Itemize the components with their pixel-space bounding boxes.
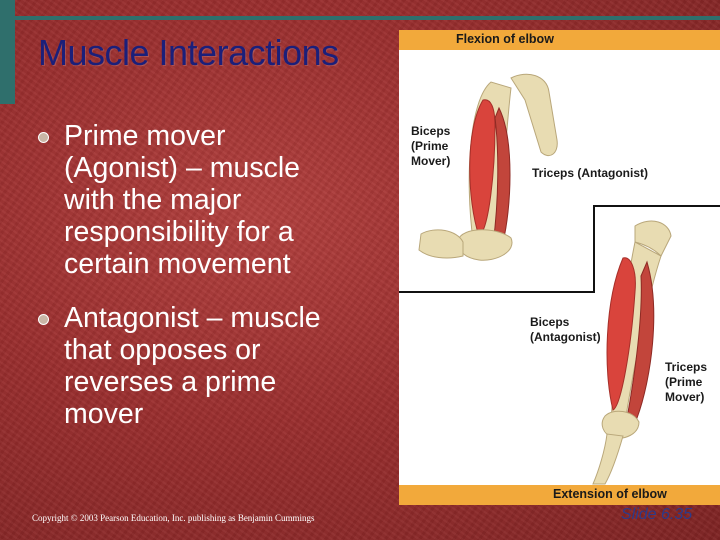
extended-arm-drawing: [592, 220, 672, 485]
bullet-dot-icon: [38, 314, 49, 325]
slide-title: Muscle Interactions: [38, 32, 339, 73]
bullet-list: Prime mover (Agonist) – muscle with the …: [36, 120, 386, 452]
label-line: Triceps: [665, 360, 708, 374]
bullet-line: mover: [64, 398, 144, 430]
label-triceps-prime-mover: Triceps (Prime Mover): [665, 360, 707, 405]
bullet-line: certain movement: [64, 248, 291, 280]
label-line: (Prime: [411, 139, 449, 153]
label-line: Biceps: [411, 124, 451, 138]
accent-bar: [0, 0, 15, 104]
copyright-text: Copyright © 2003 Pearson Education, Inc.…: [32, 513, 315, 523]
caption-flexion: Flexion of elbow: [456, 32, 554, 46]
slide-number: Slide 6.35: [621, 506, 693, 523]
label-line: (Prime: [665, 375, 703, 389]
label-line: Biceps: [530, 315, 570, 329]
bullet-line: reverses a prime: [64, 366, 277, 398]
bullet-line: Antagonist – muscle: [64, 302, 321, 334]
flexed-arm-drawing: [418, 73, 558, 261]
bullet-line: Prime mover: [64, 120, 226, 152]
label-line: Mover): [411, 154, 451, 168]
bullet-antagonist: Antagonist – muscle that opposes or reve…: [36, 302, 386, 430]
arm-illustration: [399, 73, 720, 485]
caption-bar-bottom: Extension of elbow: [399, 485, 720, 505]
muscle-figure: Flexion of elbow Extension of elbow Bice…: [399, 30, 720, 505]
label-triceps-antagonist: Triceps (Antagonist): [532, 166, 649, 180]
label-line: Mover): [665, 390, 705, 404]
bullet-line: (Agonist) – muscle: [64, 152, 301, 184]
label-biceps-prime-mover: Biceps (Prime Mover): [411, 124, 450, 169]
bullet-prime-mover: Prime mover (Agonist) – muscle with the …: [36, 120, 386, 280]
bullet-line: responsibility for a: [64, 216, 294, 248]
label-biceps-antagonist: Biceps (Antagonist): [530, 315, 601, 345]
caption-extension: Extension of elbow: [553, 487, 667, 501]
bullet-line: with the major: [64, 184, 242, 216]
label-line: (Antagonist): [530, 330, 601, 344]
panel-divider: [399, 205, 720, 293]
bullet-dot-icon: [38, 132, 49, 143]
bullet-line: that opposes or: [64, 334, 261, 366]
caption-bar-top: Flexion of elbow: [399, 30, 720, 50]
accent-line: [15, 16, 720, 20]
